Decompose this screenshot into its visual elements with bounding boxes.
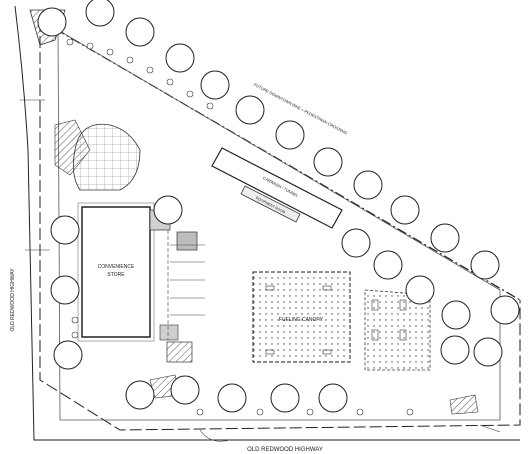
- tree-canopy-row: [37, 0, 520, 367]
- building-label-line2: STORE: [107, 272, 125, 278]
- fueling-canopy: FUELING CANOPY: [252, 271, 351, 363]
- canopy-label: FUELING CANOPY: [279, 317, 324, 323]
- pads: [149, 209, 198, 363]
- tree-canopy-south: [153, 195, 471, 413]
- shrub-dots: [66, 38, 414, 416]
- street-label-left: OLD REDWOOD HIGHWAY: [10, 268, 16, 332]
- planting-bed: [72, 123, 141, 191]
- parking-stalls: [167, 230, 205, 340]
- building-label-line1: CONVENIENCE: [98, 264, 135, 270]
- convenience-store: CONVENIENCE STORE: [77, 202, 155, 342]
- street-label-bottom: OLD REDWOOD HIGHWAY: [247, 447, 323, 453]
- tree-canopy-west: [50, 215, 155, 410]
- diesel-pad: [364, 289, 431, 371]
- utility-lines: [20, 99, 501, 442]
